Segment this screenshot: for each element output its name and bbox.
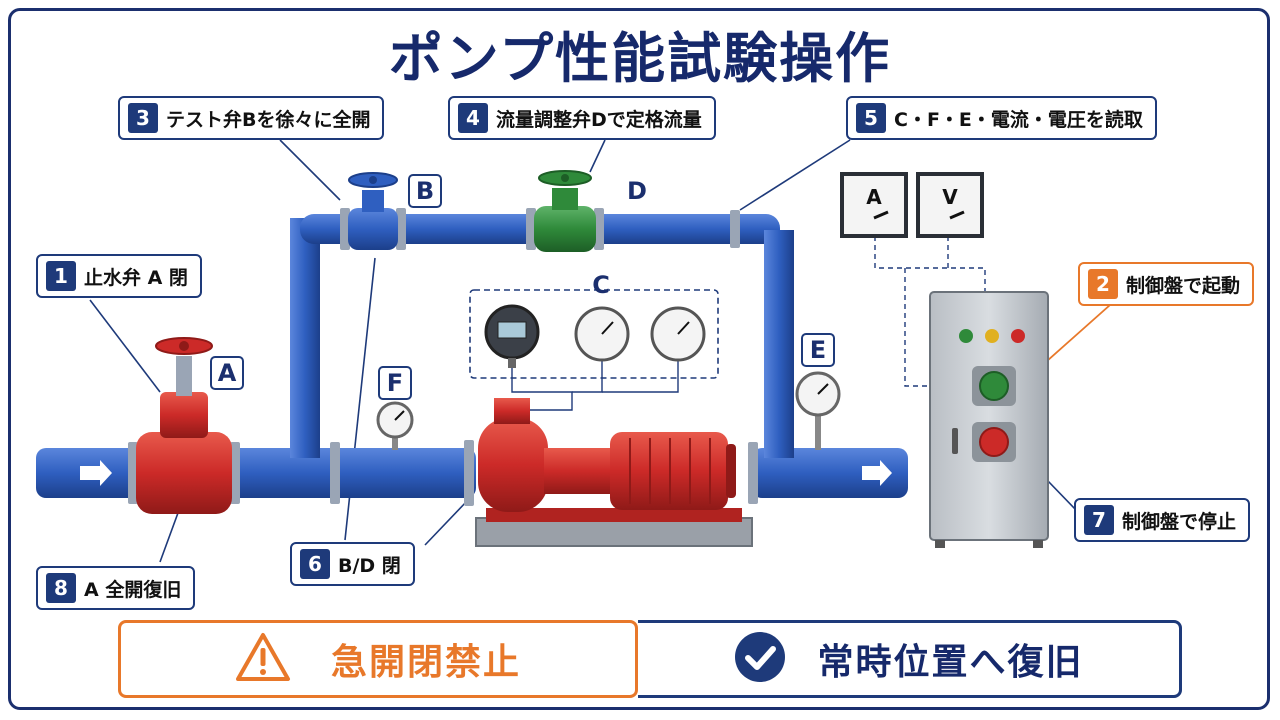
ok-box: 常時位置へ復旧 (638, 620, 1182, 698)
warning-box: 急開閉禁止 (118, 620, 638, 698)
step-7: 7 制御盤で停止 (1074, 498, 1251, 542)
voltmeter-label: V (942, 185, 958, 209)
step-number: 8 (46, 573, 76, 603)
valve-a (136, 337, 232, 514)
label-d: D (627, 177, 647, 205)
step-number: 1 (46, 261, 76, 291)
gauge-f (376, 401, 414, 450)
flow-arrow-icon (80, 460, 892, 486)
label-e: E (801, 333, 835, 367)
pump-motor (475, 398, 753, 547)
step-text: C・F・E・電流・電圧を読取 (894, 108, 1143, 131)
bypass-right-riser (764, 230, 794, 458)
step-text: 制御盤で停止 (1122, 510, 1237, 533)
outer-frame (8, 8, 1270, 710)
ammeter (840, 172, 908, 238)
warning-text: 急開閉禁止 (330, 642, 521, 683)
gauge-e (795, 371, 841, 450)
ammeter-label: A (866, 185, 882, 209)
step-text: 流量調整弁Dで定格流量 (496, 108, 702, 131)
step-number: 6 (300, 549, 330, 579)
check-circle-icon (733, 630, 787, 688)
control-panel (929, 291, 1049, 548)
step-text: 止水弁 A 閉 (84, 266, 188, 289)
meter-wiring (874, 236, 986, 387)
step-number: 7 (1084, 505, 1114, 535)
step-6: 6 B/D 閉 (290, 542, 415, 586)
label-f: F (378, 366, 412, 400)
warning-triangle-icon (235, 632, 291, 686)
gauge-c-2 (650, 306, 706, 362)
footer-banner: 急開閉禁止 常時位置へ復旧 (118, 620, 1182, 698)
step-number: 2 (1088, 269, 1118, 299)
bypass-left-riser (290, 218, 320, 458)
outlet-pipe (752, 448, 908, 498)
step-number: 3 (128, 103, 158, 133)
valve-b (348, 172, 398, 250)
label-b: B (408, 174, 442, 208)
gauge-c-digital (484, 304, 540, 368)
step-5: 5 C・F・E・電流・電圧を読取 (846, 96, 1157, 140)
step-text: A 全開復旧 (84, 578, 182, 601)
step-3: 3 テスト弁Bを徐々に全開 (118, 96, 385, 140)
step-text: テスト弁Bを徐々に全開 (166, 108, 371, 131)
step-1: 1 止水弁 A 閉 (36, 254, 202, 298)
step-2: 2 制御盤で起動 (1078, 262, 1255, 306)
page-title: ポンプ性能試験操作 (388, 27, 892, 90)
valve-d (534, 170, 596, 252)
step-8: 8 A 全開復旧 (36, 566, 196, 610)
label-c: C (592, 271, 610, 299)
step-number: 4 (458, 103, 488, 133)
c-gauge-group (469, 289, 719, 379)
ok-text: 常時位置へ復旧 (817, 642, 1084, 683)
step-number: 5 (856, 103, 886, 133)
step-text: 制御盤で起動 (1126, 274, 1241, 297)
label-a: A (210, 356, 244, 390)
voltmeter (916, 172, 984, 238)
step-text: B/D 閉 (338, 554, 401, 577)
step-4: 4 流量調整弁Dで定格流量 (448, 96, 716, 140)
gauge-c-1 (574, 306, 630, 362)
